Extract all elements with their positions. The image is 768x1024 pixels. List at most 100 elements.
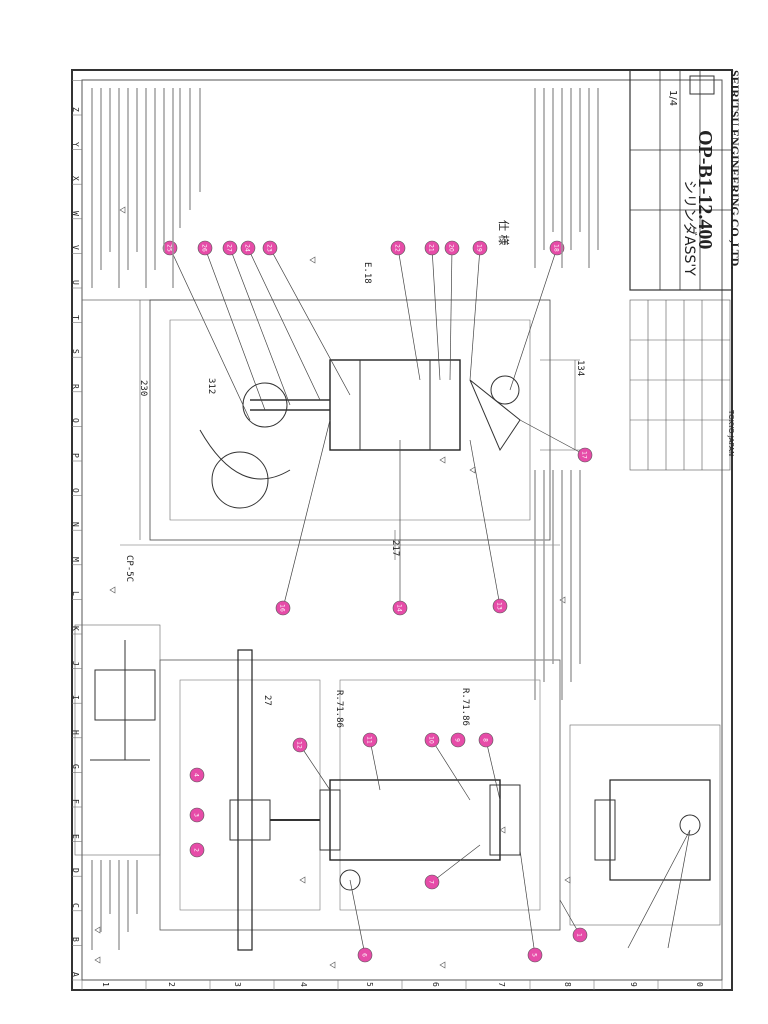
callout-bubble: 27 <box>222 240 238 256</box>
zone-number: 8 <box>563 982 572 987</box>
zone-letter: H <box>71 729 80 735</box>
zone-number: 6 <box>431 982 440 987</box>
callout-bubble: 26 <box>197 240 213 256</box>
callout-bubble: 12 <box>292 737 308 753</box>
zone-number: 1 <box>101 982 110 987</box>
svg-text:20: 20 <box>448 244 455 252</box>
dimension-label: 312 <box>206 378 216 395</box>
zone-letter: V <box>71 245 80 251</box>
callout-bubble: 2 <box>189 842 205 858</box>
upper-assembly-view <box>120 299 560 546</box>
svg-text:9: 9 <box>454 738 461 742</box>
svg-text:5: 5 <box>531 953 538 957</box>
zone-letter: Q <box>71 418 80 424</box>
zone-letter: X <box>71 176 80 182</box>
note-lines <box>91 88 599 950</box>
revision-table <box>629 299 731 471</box>
zone-letter: P <box>71 453 80 458</box>
title-block <box>629 69 733 291</box>
zone-letter: S <box>71 349 80 355</box>
callout-bubble: 6 <box>357 947 373 963</box>
svg-text:14: 14 <box>396 604 403 612</box>
top-left-detail <box>74 624 161 856</box>
callout-bubble: 9 <box>450 732 466 748</box>
svg-text:1: 1 <box>576 933 583 937</box>
zone-letter: E <box>71 833 80 839</box>
callout-bubble: 20 <box>444 240 460 256</box>
reference-id: CP-5C <box>124 555 134 583</box>
zone-letter: M <box>71 556 80 562</box>
svg-text:17: 17 <box>581 451 588 459</box>
callout-bubble: 14 <box>392 600 408 616</box>
svg-text:2: 2 <box>193 848 200 852</box>
svg-text:23: 23 <box>266 244 273 252</box>
callout-bubble: 16 <box>275 600 291 616</box>
svg-text:8: 8 <box>482 738 489 742</box>
zone-letter: O <box>71 487 80 493</box>
spec-heading: 仕 様 <box>497 220 510 246</box>
zone-ticks <box>72 80 723 990</box>
zone-letter: J <box>71 660 80 666</box>
inner-border <box>81 79 723 981</box>
svg-text:4: 4 <box>193 773 200 777</box>
callout-bubble: 5 <box>527 947 543 963</box>
callout-bubble: 8 <box>478 732 494 748</box>
zone-letter: Z <box>71 107 80 112</box>
svg-text:3: 3 <box>193 813 200 817</box>
svg-text:18: 18 <box>553 244 560 252</box>
callout-bubble: 24 <box>240 240 256 256</box>
drawing-title: シリンダASS'Y <box>681 180 697 276</box>
dimension-label: 217 <box>390 540 400 557</box>
zone-number: 9 <box>629 982 638 987</box>
dimension-lines <box>139 300 580 560</box>
zone-number: 7 <box>497 982 506 987</box>
callout-bubble: 18 <box>549 240 565 256</box>
callout-bubble: 22 <box>390 240 406 256</box>
svg-text:6: 6 <box>361 953 368 957</box>
dimension-label: 134 <box>575 360 585 377</box>
callout-bubble: 19 <box>472 240 488 256</box>
callout-bubble: 7 <box>424 874 440 890</box>
zone-letter: F <box>71 799 80 804</box>
svg-text:27: 27 <box>226 244 233 252</box>
dimension-label: R.71.86 <box>334 690 344 728</box>
zone-number: 0 <box>695 982 704 987</box>
svg-text:19: 19 <box>476 244 483 252</box>
svg-text:16: 16 <box>279 604 286 612</box>
zone-letter: A <box>71 972 80 977</box>
zone-letter: D <box>71 868 80 874</box>
callout-bubble: 11 <box>362 732 378 748</box>
svg-text:10: 10 <box>428 736 435 744</box>
svg-text:7: 7 <box>428 880 435 884</box>
zone-letter: K <box>71 626 80 631</box>
zone-letter: B <box>71 937 80 943</box>
outer-border <box>71 69 733 991</box>
zone-letter: R <box>71 383 80 389</box>
svg-text:11: 11 <box>366 736 373 744</box>
svg-text:21: 21 <box>428 244 435 252</box>
dimension-label: E.18 <box>362 262 372 284</box>
dimension-label: R.71.86 <box>460 688 470 726</box>
zone-letter: Y <box>71 141 80 147</box>
scale-value: 1/4 <box>667 90 678 107</box>
leader-lines <box>169 247 691 956</box>
callout-bubble: 25 <box>162 240 178 256</box>
svg-text:26: 26 <box>201 244 208 252</box>
dimension-label: 27 <box>262 695 272 706</box>
callout-bubble: 17 <box>577 447 593 463</box>
callout-bubble: 3 <box>189 807 205 823</box>
lower-assembly-view <box>159 649 721 951</box>
callout-bubble: 21 <box>424 240 440 256</box>
zone-letter: L <box>71 591 80 597</box>
zone-letter: U <box>71 280 80 285</box>
callout-bubble: 23 <box>262 240 278 256</box>
dimension-label: 230 <box>138 380 148 397</box>
svg-text:22: 22 <box>394 244 401 252</box>
svg-text:12: 12 <box>296 741 303 749</box>
callout-bubble: 13 <box>492 598 508 614</box>
zone-letter: I <box>71 695 80 701</box>
zone-number: 2 <box>167 982 176 987</box>
callout-bubble: 10 <box>424 732 440 748</box>
